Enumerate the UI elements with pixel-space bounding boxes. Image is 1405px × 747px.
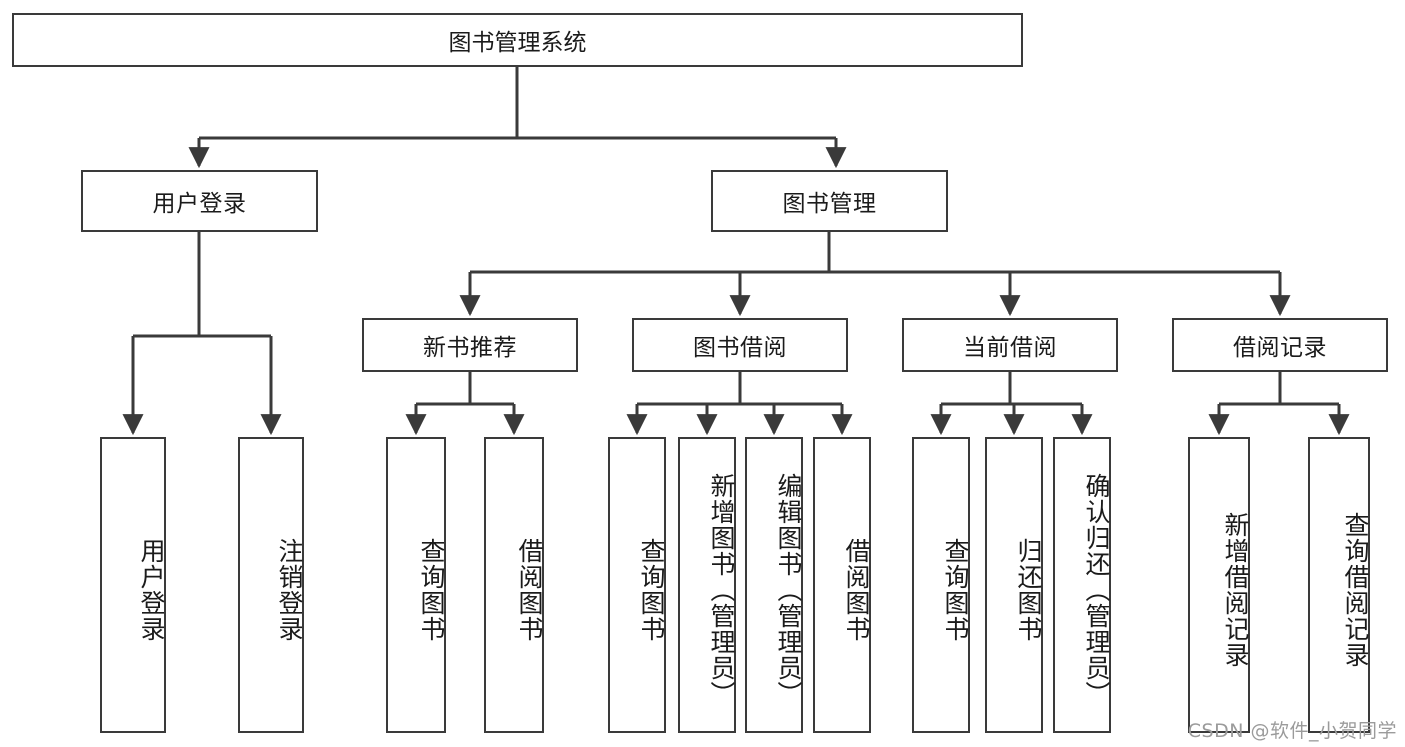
leaf-logout[interactable]: 注销登录 <box>238 437 304 733</box>
leaf-query-borrow-record-label: 查询借阅记录 <box>1341 512 1370 668</box>
node-borrow-record[interactable]: 借阅记录 <box>1172 318 1388 372</box>
leaf-edit-book-admin-label: 编辑图书（管理员） <box>774 473 803 707</box>
leaf-logout-label: 注销登录 <box>275 538 304 642</box>
leaf-query-book-bw[interactable]: 查询图书 <box>608 437 666 733</box>
node-new-book-recommend-label: 新书推荐 <box>423 335 517 361</box>
node-root[interactable]: 图书管理系统 <box>12 13 1023 67</box>
node-book-management-label: 图书管理 <box>782 191 877 217</box>
leaf-query-book-cb-label: 查询图书 <box>941 538 970 642</box>
leaf-borrow-book-nb[interactable]: 借阅图书 <box>484 437 544 733</box>
leaf-borrow-book-bw-label: 借阅图书 <box>842 538 871 642</box>
leaf-add-book-admin-label: 新增图书（管理员） <box>707 473 736 707</box>
leaf-return-book-label: 归还图书 <box>1014 538 1043 642</box>
leaf-add-book-admin[interactable]: 新增图书（管理员） <box>678 437 736 733</box>
leaf-user-login-label: 用户登录 <box>137 538 166 642</box>
node-user-login[interactable]: 用户登录 <box>81 170 318 232</box>
node-user-login-label: 用户登录 <box>152 191 247 217</box>
leaf-query-book-nb[interactable]: 查询图书 <box>386 437 446 733</box>
node-root-label: 图书管理系统 <box>448 30 587 56</box>
leaf-add-borrow-record-label: 新增借阅记录 <box>1221 512 1250 668</box>
leaf-query-book-bw-label: 查询图书 <box>637 538 666 642</box>
leaf-edit-book-admin[interactable]: 编辑图书（管理员） <box>745 437 803 733</box>
leaf-borrow-book-nb-label: 借阅图书 <box>515 538 544 642</box>
node-borrow-record-label: 借阅记录 <box>1233 335 1327 361</box>
leaf-query-book-cb[interactable]: 查询图书 <box>912 437 970 733</box>
node-new-book-recommend[interactable]: 新书推荐 <box>362 318 578 372</box>
leaf-confirm-return-admin[interactable]: 确认归还（管理员） <box>1053 437 1111 733</box>
node-book-management[interactable]: 图书管理 <box>711 170 948 232</box>
node-current-borrow-label: 当前借阅 <box>963 335 1057 361</box>
leaf-confirm-return-admin-label: 确认归还（管理员） <box>1082 473 1111 707</box>
node-book-borrow[interactable]: 图书借阅 <box>632 318 848 372</box>
leaf-user-login[interactable]: 用户登录 <box>100 437 166 733</box>
leaf-return-book[interactable]: 归还图书 <box>985 437 1043 733</box>
leaf-query-book-nb-label: 查询图书 <box>417 538 446 642</box>
node-book-borrow-label: 图书借阅 <box>693 335 787 361</box>
leaf-borrow-book-bw[interactable]: 借阅图书 <box>813 437 871 733</box>
node-current-borrow[interactable]: 当前借阅 <box>902 318 1118 372</box>
leaf-query-borrow-record[interactable]: 查询借阅记录 <box>1308 437 1370 733</box>
leaf-add-borrow-record[interactable]: 新增借阅记录 <box>1188 437 1250 733</box>
